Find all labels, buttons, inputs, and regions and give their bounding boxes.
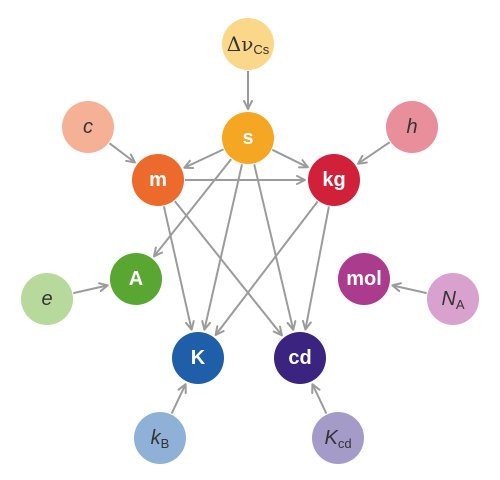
arrow-s-to-m — [183, 148, 224, 169]
arrow-s-to-k — [201, 164, 243, 331]
constant-subscript: Cs — [253, 42, 269, 57]
base-unit-node-kg: kg — [308, 154, 360, 206]
dependency-arrows — [73, 71, 427, 415]
arrow-c-to-m — [108, 142, 136, 164]
constant-node-delta-nu-cs: ΔνCs — [222, 18, 274, 70]
arrow-s-to-kg — [271, 148, 309, 169]
svg-text:NA: NA — [441, 288, 464, 312]
constant-subscript: B — [161, 436, 170, 451]
base-unit-node-mol: mol — [338, 253, 390, 305]
constant-symbol: e — [41, 288, 52, 310]
arrow-s-to-a — [153, 158, 232, 258]
base-unit-node-cd: cd — [274, 332, 326, 384]
constant-symbol: K — [324, 427, 339, 449]
base-unit-label: s — [242, 127, 253, 149]
constant-symbol: k — [151, 427, 162, 449]
constant-subscript: A — [456, 297, 465, 312]
arrow-h-to-kg — [357, 141, 391, 165]
base-unit-label: cd — [288, 347, 311, 369]
constant-symbol: N — [441, 288, 456, 310]
svg-text:ΔνCs: ΔνCs — [227, 32, 270, 57]
base-unit-node-a: A — [110, 253, 162, 305]
arrow-kg-to-k — [214, 200, 319, 336]
base-unit-label: kg — [322, 169, 345, 191]
base-unit-label: m — [149, 169, 167, 191]
base-unit-node-k: K — [172, 332, 224, 384]
base-unit-label: mol — [346, 268, 382, 290]
arrow-s-to-cd — [253, 164, 297, 331]
constant-node-kb: kB — [134, 412, 186, 464]
constant-symbol: c — [83, 116, 93, 138]
constant-symbol: h — [406, 116, 417, 138]
constant-node-c: c — [62, 101, 114, 153]
base-unit-node-s: s — [222, 112, 274, 164]
constant-subscript: cd — [338, 436, 352, 451]
arrow-kg-to-cd — [301, 206, 330, 331]
arrow-e-to-a — [73, 282, 109, 295]
svg-text:Kcd: Kcd — [324, 427, 351, 451]
svg-text:kB: kB — [151, 427, 170, 451]
arrow-m-to-k — [162, 206, 195, 331]
base-unit-label: K — [191, 347, 206, 369]
constant-node-na: NA — [427, 273, 479, 325]
arrow-kb-to-k — [170, 383, 187, 415]
arrow-kcd-to-cd — [311, 383, 328, 415]
base-unit-label: A — [129, 268, 143, 290]
base-unit-node-m: m — [132, 154, 184, 206]
arrow-na-to-mol — [391, 282, 427, 295]
constant-node-e: e — [21, 273, 73, 325]
constant-symbol: Δν — [227, 32, 254, 56]
constant-node-h: h — [386, 101, 438, 153]
arrow-m-to-cd — [174, 200, 283, 337]
constant-node-kcd: Kcd — [312, 412, 364, 464]
